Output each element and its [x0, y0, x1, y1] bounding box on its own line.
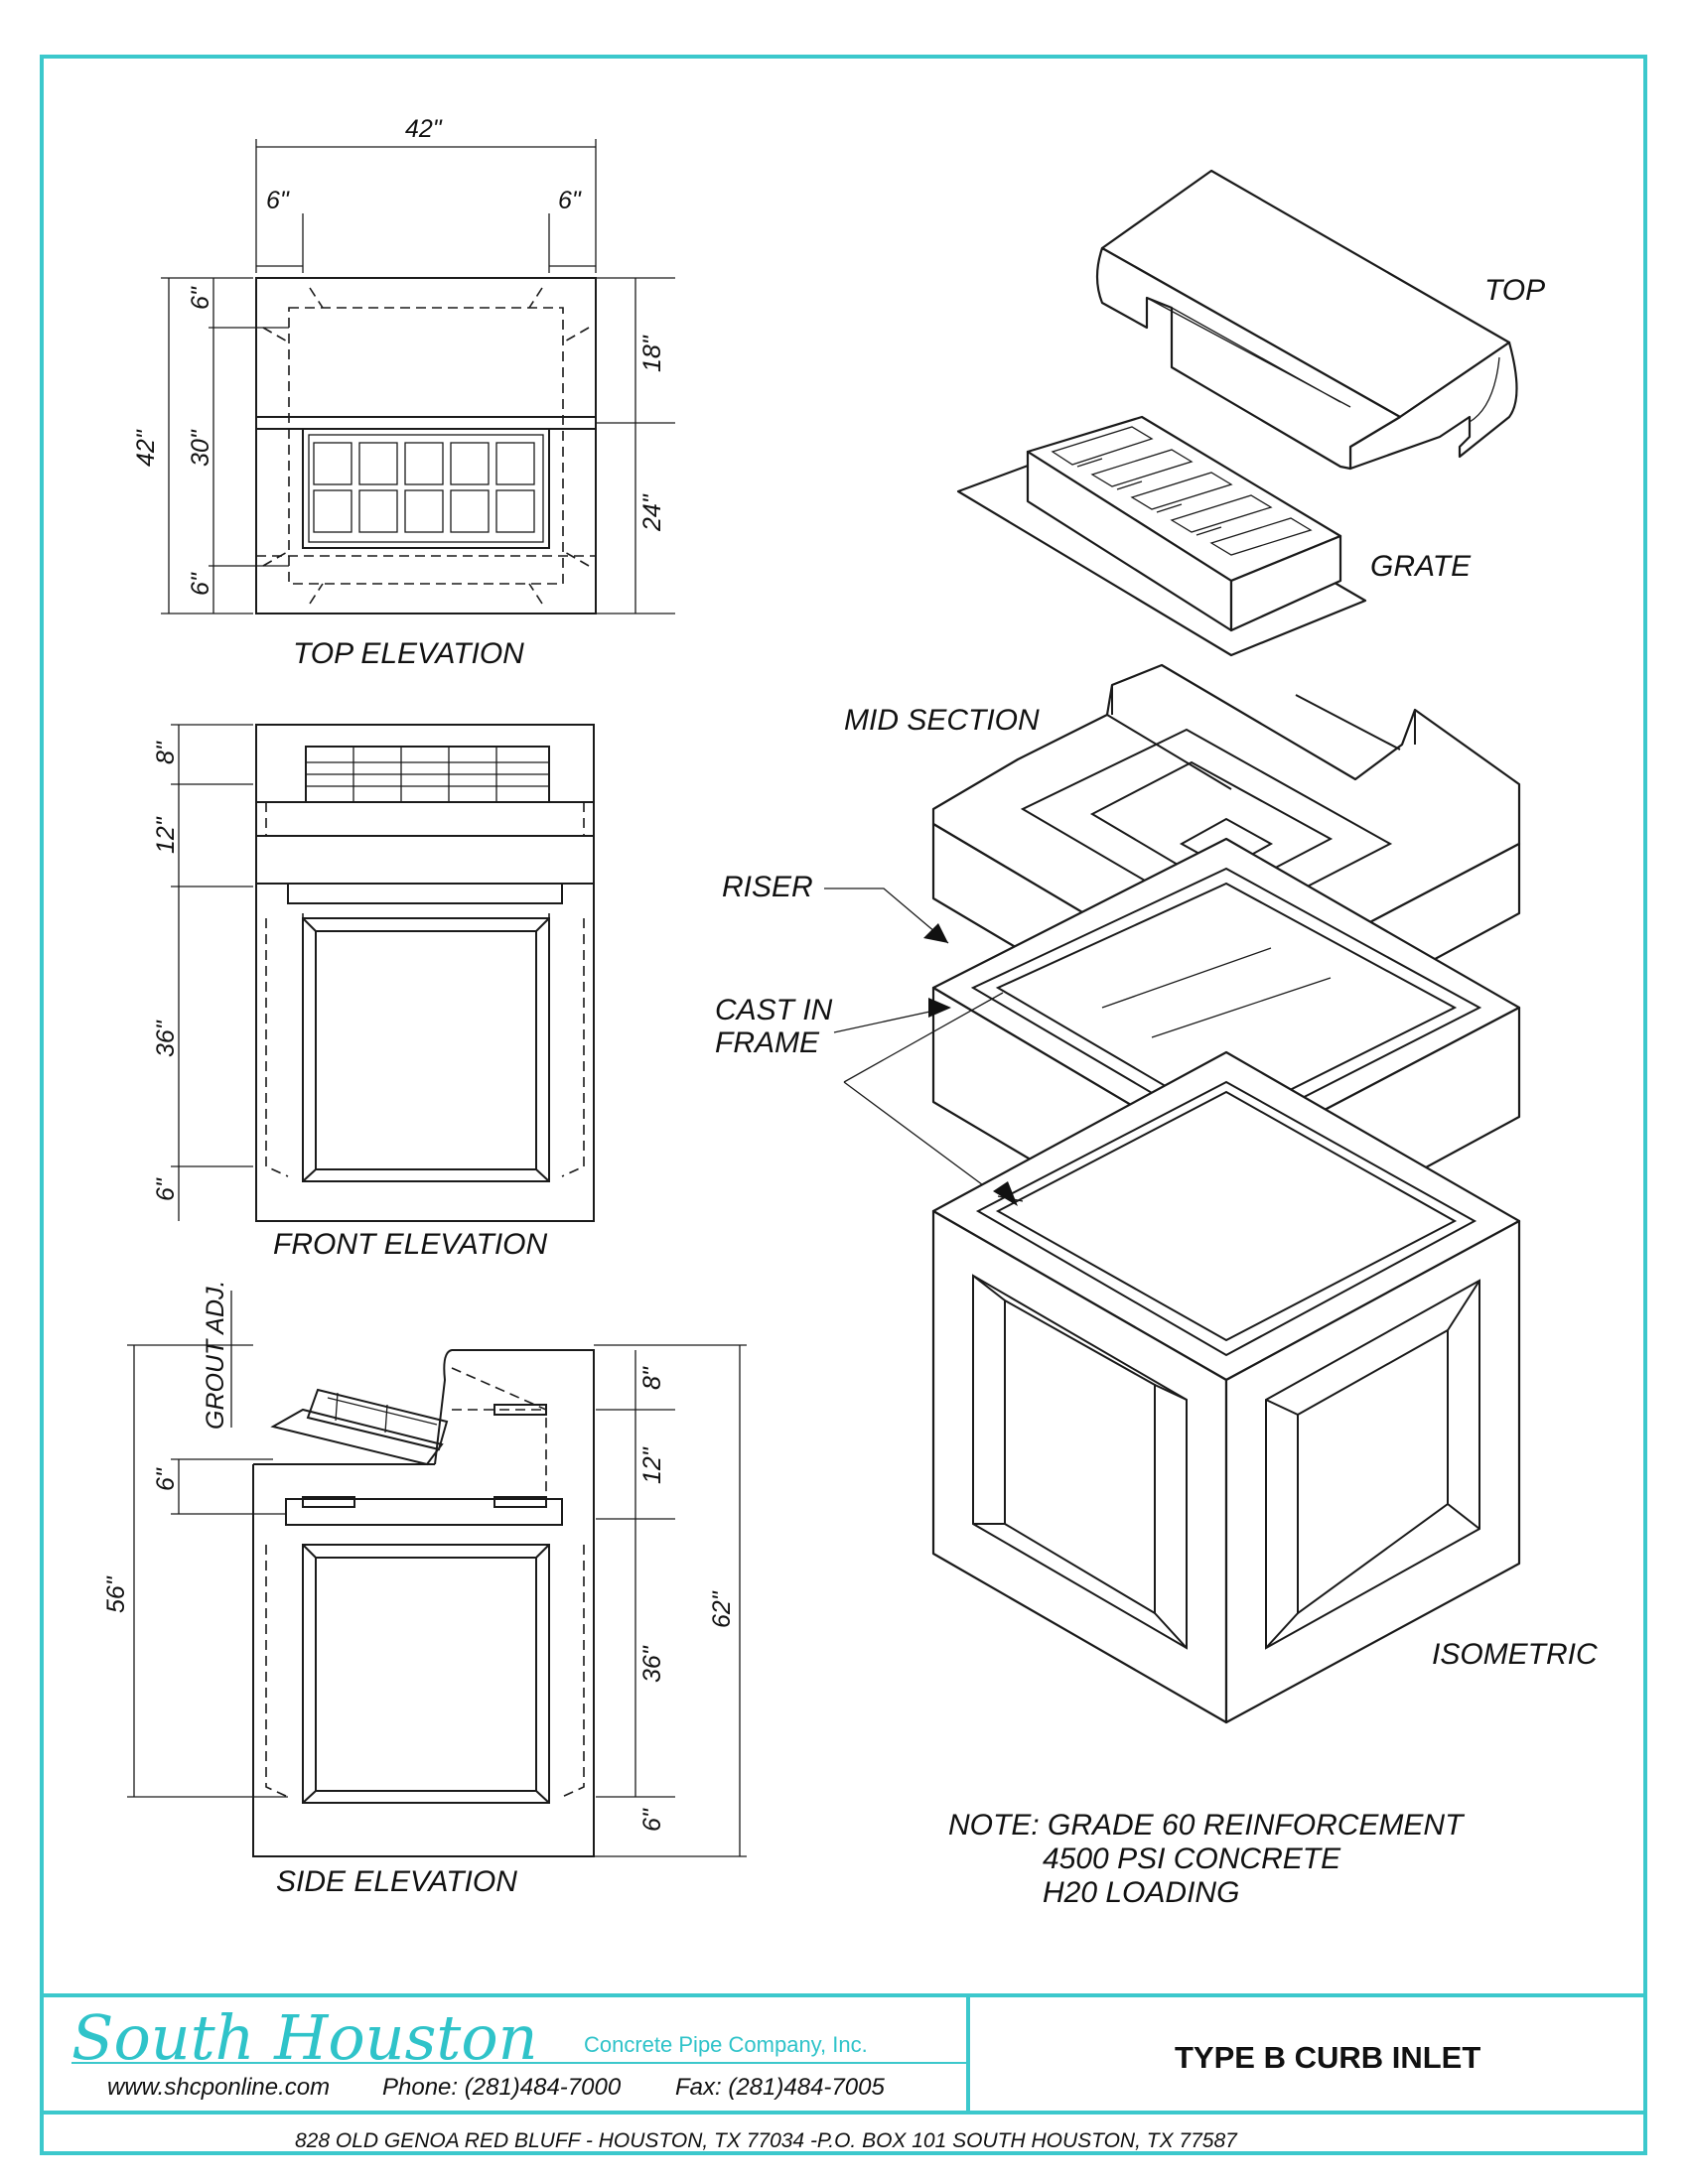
- company-logo-script: South Houston: [71, 2001, 538, 2074]
- isometric-label: ISOMETRIC: [1432, 1638, 1598, 1671]
- dim-top-lower-part: 24": [638, 493, 666, 532]
- dim-top-upper-part: 18": [638, 335, 666, 372]
- dim-front-riser-height: 36": [152, 1020, 180, 1057]
- front-elevation-label: FRONT ELEVATION: [273, 1228, 547, 1261]
- side-elevation-view: GROUT ADJ. 6" 56" 8" 12" 36" 6" 62" SIDE…: [102, 1281, 747, 1898]
- note-line-3: H20 LOADING: [1043, 1876, 1239, 1909]
- dim-side-overall-right: 62": [708, 1590, 736, 1628]
- dim-top-right-offset: 6": [558, 187, 582, 214]
- note-line-2: 4500 PSI CONCRETE: [1043, 1843, 1341, 1875]
- iso-label-riser: RISER: [722, 871, 813, 903]
- iso-label-grate: GRATE: [1370, 550, 1472, 583]
- note-line-1: NOTE: GRADE 60 REINFORCEMENT: [948, 1809, 1466, 1842]
- dim-front-mid-height: 12": [152, 816, 180, 854]
- drawing-title: TYPE B CURB INLET: [1175, 2040, 1480, 2075]
- isometric-view: TOP GRATE MID SECTION RISER CAST IN FRAM…: [715, 169, 1598, 1724]
- top-elevation-label: TOP ELEVATION: [293, 637, 524, 670]
- dim-front-grate-height: 8": [152, 741, 180, 764]
- company-phone: Phone: (281)484-7000: [382, 2074, 622, 2101]
- dim-top-left-offset: 6": [266, 187, 290, 214]
- side-elevation-label: SIDE ELEVATION: [276, 1865, 517, 1898]
- sheet-border: [40, 55, 1647, 2155]
- top-elevation-view: 42" 6" 6" 42" 30" 6" 6" 18" 24" TOP ELEV…: [132, 115, 675, 670]
- iso-label-frame: FRAME: [715, 1026, 820, 1059]
- company-address: 828 OLD GENOA RED BLUFF - HOUSTON, TX 77…: [295, 2129, 1238, 2152]
- dim-top-inner-height: 30": [187, 429, 214, 467]
- front-elevation-view: 8" 12" 36" 6" FRONT ELEVATION: [152, 724, 595, 1261]
- dim-side-overall-left: 56": [102, 1575, 130, 1613]
- dim-top-top-margin: 6": [187, 286, 214, 310]
- iso-label-cast-in: CAST IN: [715, 994, 833, 1026]
- iso-label-mid-section: MID SECTION: [844, 704, 1040, 737]
- dim-top-overall-height: 42": [132, 429, 160, 467]
- title-block: South Houston Concrete Pipe Company, Inc…: [71, 2001, 1480, 2152]
- dim-side-base: 6": [638, 1808, 666, 1832]
- company-website: www.shcponline.com: [107, 2074, 330, 2101]
- dim-top-bottom-margin: 6": [187, 572, 214, 596]
- dim-front-base: 6": [152, 1177, 180, 1201]
- dim-side-mid-height: 12": [638, 1446, 666, 1484]
- dim-side-riser-height: 36": [638, 1645, 666, 1683]
- iso-grate-piece: [956, 415, 1367, 657]
- iso-label-top: TOP: [1484, 274, 1545, 307]
- dim-side-grout: GROUT ADJ.: [202, 1281, 229, 1430]
- iso-base-box: [931, 1050, 1521, 1724]
- general-note: NOTE: GRADE 60 REINFORCEMENT 4500 PSI CO…: [948, 1809, 1466, 1909]
- dim-side-grout-dim: 6": [152, 1467, 180, 1491]
- company-fax: Fax: (281)484-7005: [675, 2074, 885, 2101]
- dim-side-grate-height: 8": [638, 1366, 666, 1390]
- iso-top-piece: [1095, 169, 1518, 471]
- company-name: Concrete Pipe Company, Inc.: [584, 2032, 868, 2057]
- dim-top-overall-width: 42": [405, 115, 443, 143]
